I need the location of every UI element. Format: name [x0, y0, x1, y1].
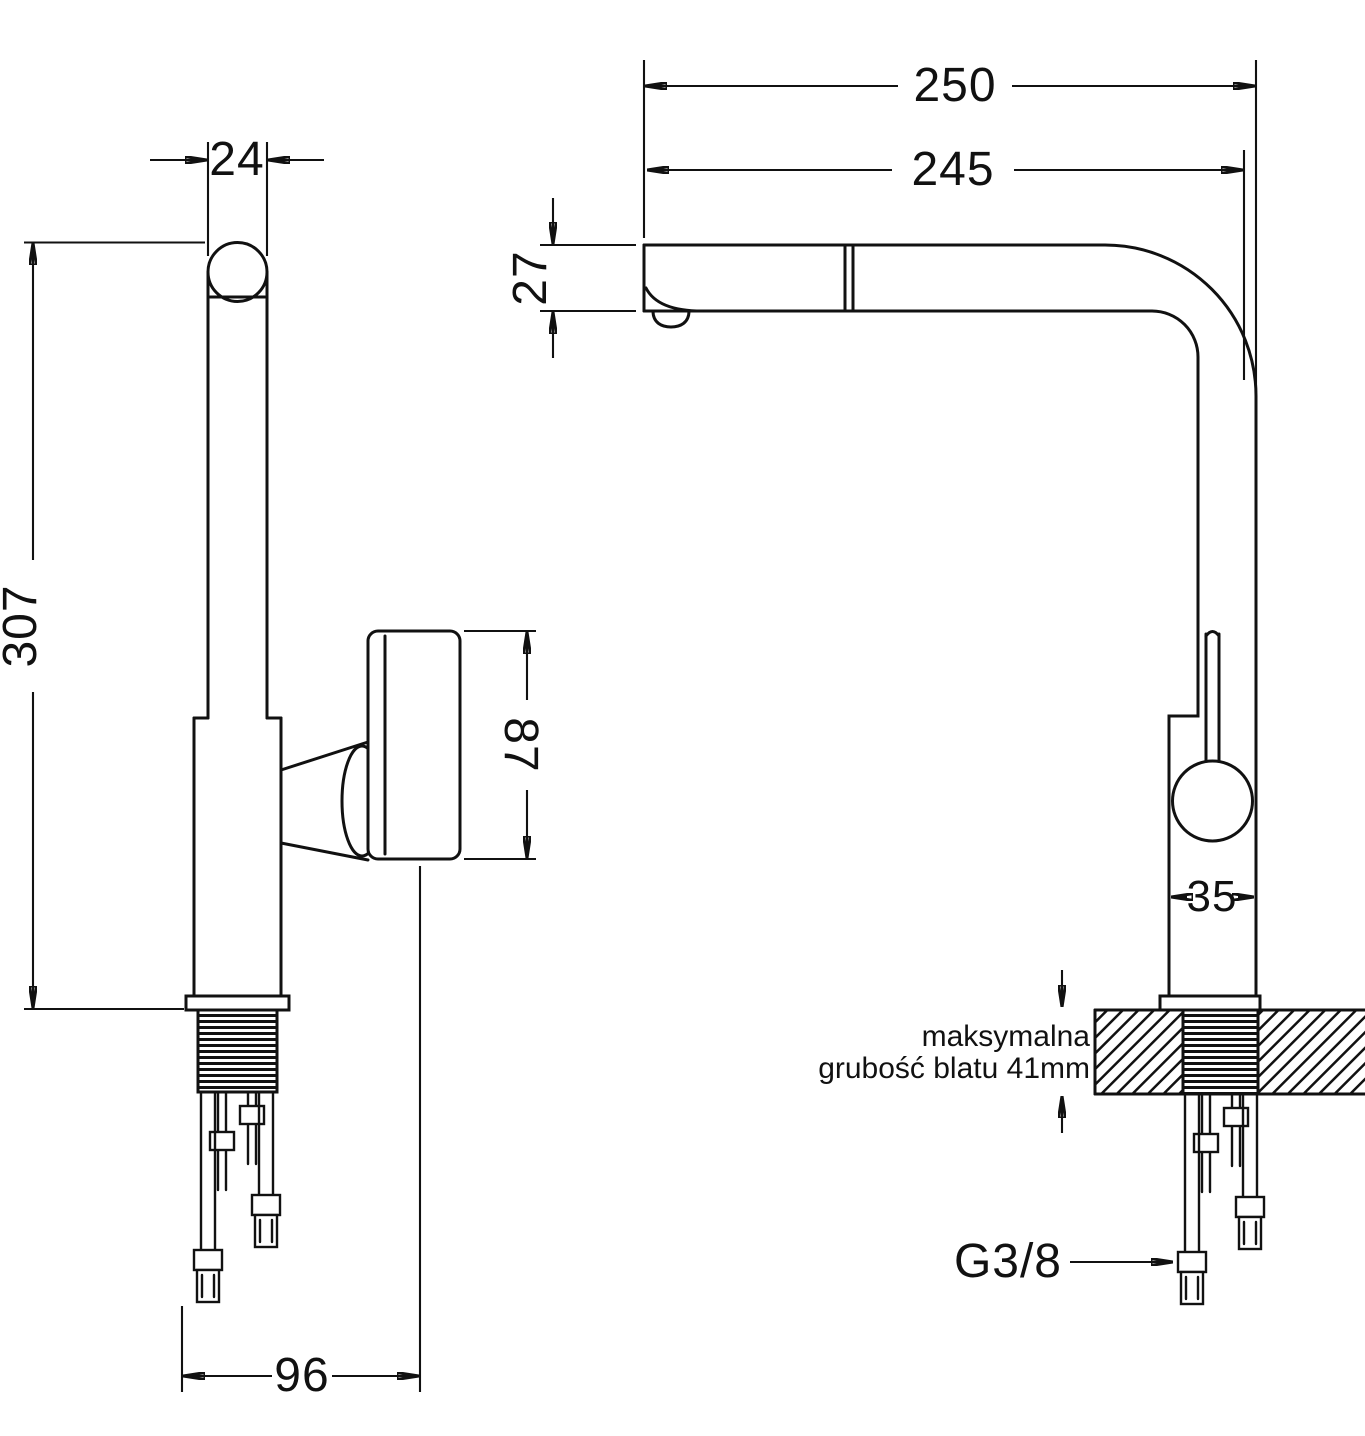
side-handle: [366, 629, 462, 861]
dim-base-depth-label: 96: [274, 1349, 329, 1402]
front-base-flange: [1158, 994, 1262, 1012]
lever-joint: [1171, 759, 1254, 843]
dim-pipe-width: 24: [150, 133, 324, 256]
side-mounting-hardware: [192, 1090, 282, 1304]
dim-spout-height-label: 27: [504, 250, 557, 305]
thread-size-label: G3/8: [954, 1235, 1062, 1288]
front-mounting-hardware: [1176, 1092, 1266, 1306]
counter-note-line2: grubość blatu 41mm: [818, 1052, 1090, 1085]
front-faucet-outline: [642, 243, 1262, 1012]
dim-handle-length: 87: [464, 629, 547, 861]
dim-spout-reach-label: 245: [911, 143, 994, 196]
aerator-detail: [644, 286, 704, 313]
dim-pipe-width-label: 24: [209, 133, 264, 186]
counter-note-line1: maksymalna: [922, 1020, 1091, 1053]
side-base-flange: [184, 994, 291, 1012]
side-faucet-outline: [184, 241, 462, 1094]
thread-size-callout: G3/8: [954, 1235, 1172, 1288]
dim-total-height: 307: [0, 241, 205, 1011]
side-threaded-shank: [196, 1008, 279, 1094]
dim-total-height-label: 307: [0, 584, 47, 667]
dim-counter-thickness: maksymalna grubość blatu 41mm: [818, 970, 1090, 1133]
dim-body-width-label: 35: [1187, 872, 1238, 921]
dim-total-reach: 250: [642, 59, 1258, 392]
lever-handle: [1204, 630, 1221, 638]
dim-base-depth: 96: [180, 866, 422, 1402]
dim-total-reach-label: 250: [913, 59, 996, 112]
dim-spout-height: 27: [504, 198, 636, 358]
countertop-section: [1093, 1008, 1365, 1096]
front-threaded-shank: [1181, 1008, 1260, 1096]
dim-spout-reach: 245: [648, 143, 1246, 380]
dim-body-width: 35: [1172, 872, 1253, 921]
side-spout-top: [206, 241, 269, 303]
front-view: 250 245 27 35 maksymalna grubość blatu 4…: [504, 59, 1365, 1306]
side-view: 24 307 87 96: [0, 133, 547, 1402]
spout-outlet: [651, 309, 691, 329]
dim-handle-length-label: 87: [494, 717, 547, 772]
